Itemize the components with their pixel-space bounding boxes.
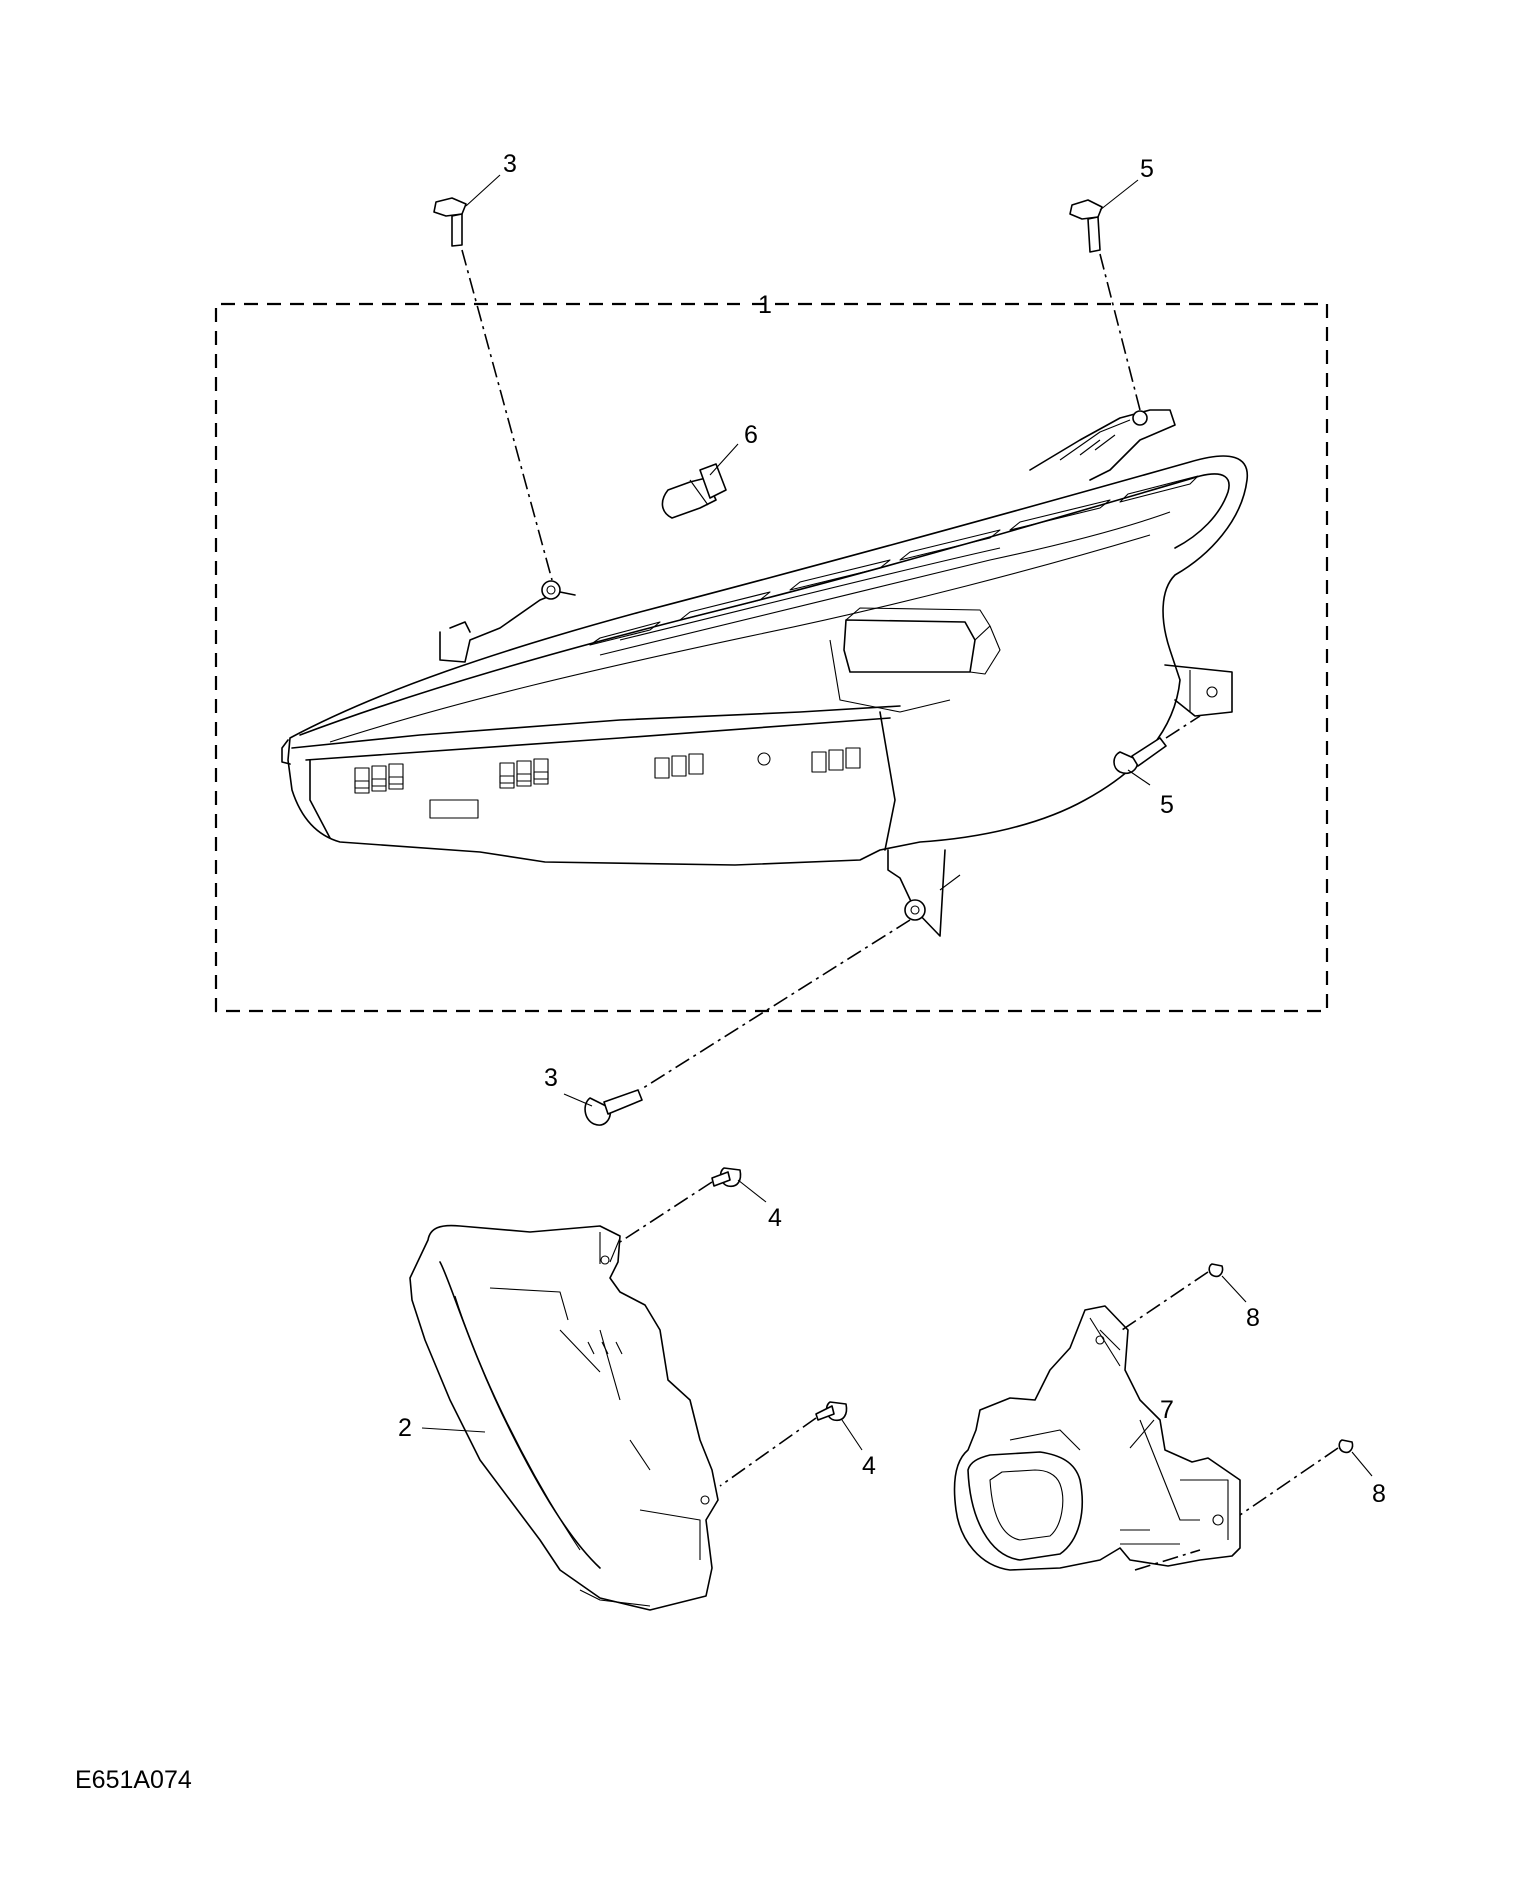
bulb [661,463,727,519]
callout-8-lower: 8 [1372,1480,1386,1508]
screw-4-lower [815,1401,848,1422]
figure-code: E651A074 [75,1766,192,1794]
bolt-3-bottom [584,1089,643,1126]
assembly-boundary-box [214,302,1329,1013]
screw-8-lower [1338,1439,1354,1454]
side-lamp-housing [409,1224,719,1611]
led-slot-cluster [811,747,861,773]
led-slot-cluster [354,763,404,794]
leader-lines [421,174,1373,1477]
callout-7: 7 [1160,1396,1174,1424]
led-slot-cluster [499,758,549,789]
callout-8-upper: 8 [1246,1304,1260,1332]
fastener-axis-lines [461,249,1339,1571]
callout-5-top: 5 [1140,155,1154,183]
callout-4-upper: 4 [768,1204,782,1232]
bolt-5-top [1069,199,1103,253]
bolt-5-side [1113,737,1167,775]
callout-1: 1 [758,291,772,319]
callout-3-bottom: 3 [544,1064,558,1092]
fog-lamp [953,1305,1241,1571]
led-slot-cluster [654,753,704,779]
headlamp-assembly [281,409,1249,937]
screw-8-upper [1208,1263,1224,1278]
callout-3-top: 3 [503,150,517,178]
screw-4-upper [711,1167,742,1188]
callout-6: 6 [744,421,758,449]
callout-2: 2 [398,1414,412,1442]
callout-5-side: 5 [1160,791,1174,819]
callout-4-lower: 4 [862,1452,876,1480]
bolt-3-top [433,197,467,247]
